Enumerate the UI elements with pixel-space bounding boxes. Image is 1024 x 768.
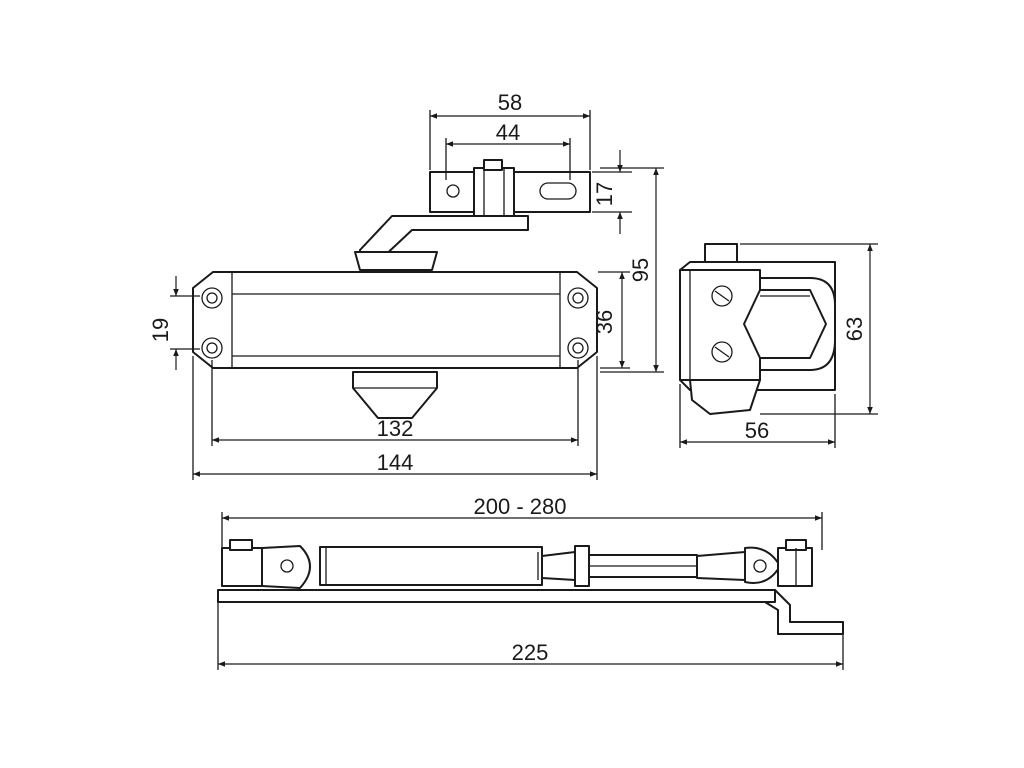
side-view [679, 243, 836, 415]
hex-spindle-icon [743, 289, 827, 359]
dimension-labels: 58 44 17 95 36 19 132 144 63 56 200 - 28… [148, 90, 867, 665]
connecting-arm [354, 215, 529, 271]
dim-side-height: 63 [842, 317, 867, 341]
dim-body-length: 144 [377, 450, 414, 475]
dim-arm-reach: 200 - 280 [474, 494, 567, 519]
dim-hole-distance: 132 [377, 416, 414, 441]
dim-total-height: 95 [628, 258, 653, 282]
dim-bracket-width: 58 [498, 90, 522, 115]
front-view [192, 159, 598, 419]
mounting-bracket [429, 159, 591, 217]
dim-arm-length: 225 [512, 640, 549, 665]
dimension-lines [170, 110, 878, 670]
mounting-hole-icon [201, 337, 223, 359]
screw-icon [711, 285, 733, 307]
arm-view [217, 539, 844, 635]
dim-mount-hole-spacing: 19 [148, 318, 173, 342]
mounting-hole-icon [567, 287, 589, 309]
screw-icon [711, 341, 733, 363]
mounting-hole-icon [567, 337, 589, 359]
dim-bracket-height: 17 [592, 182, 617, 206]
dim-bracket-hole-spacing: 44 [496, 120, 520, 145]
dim-body-height: 36 [592, 310, 617, 334]
dim-side-width: 56 [745, 418, 769, 443]
closer-body [192, 271, 598, 419]
mounting-hole-icon [201, 287, 223, 309]
